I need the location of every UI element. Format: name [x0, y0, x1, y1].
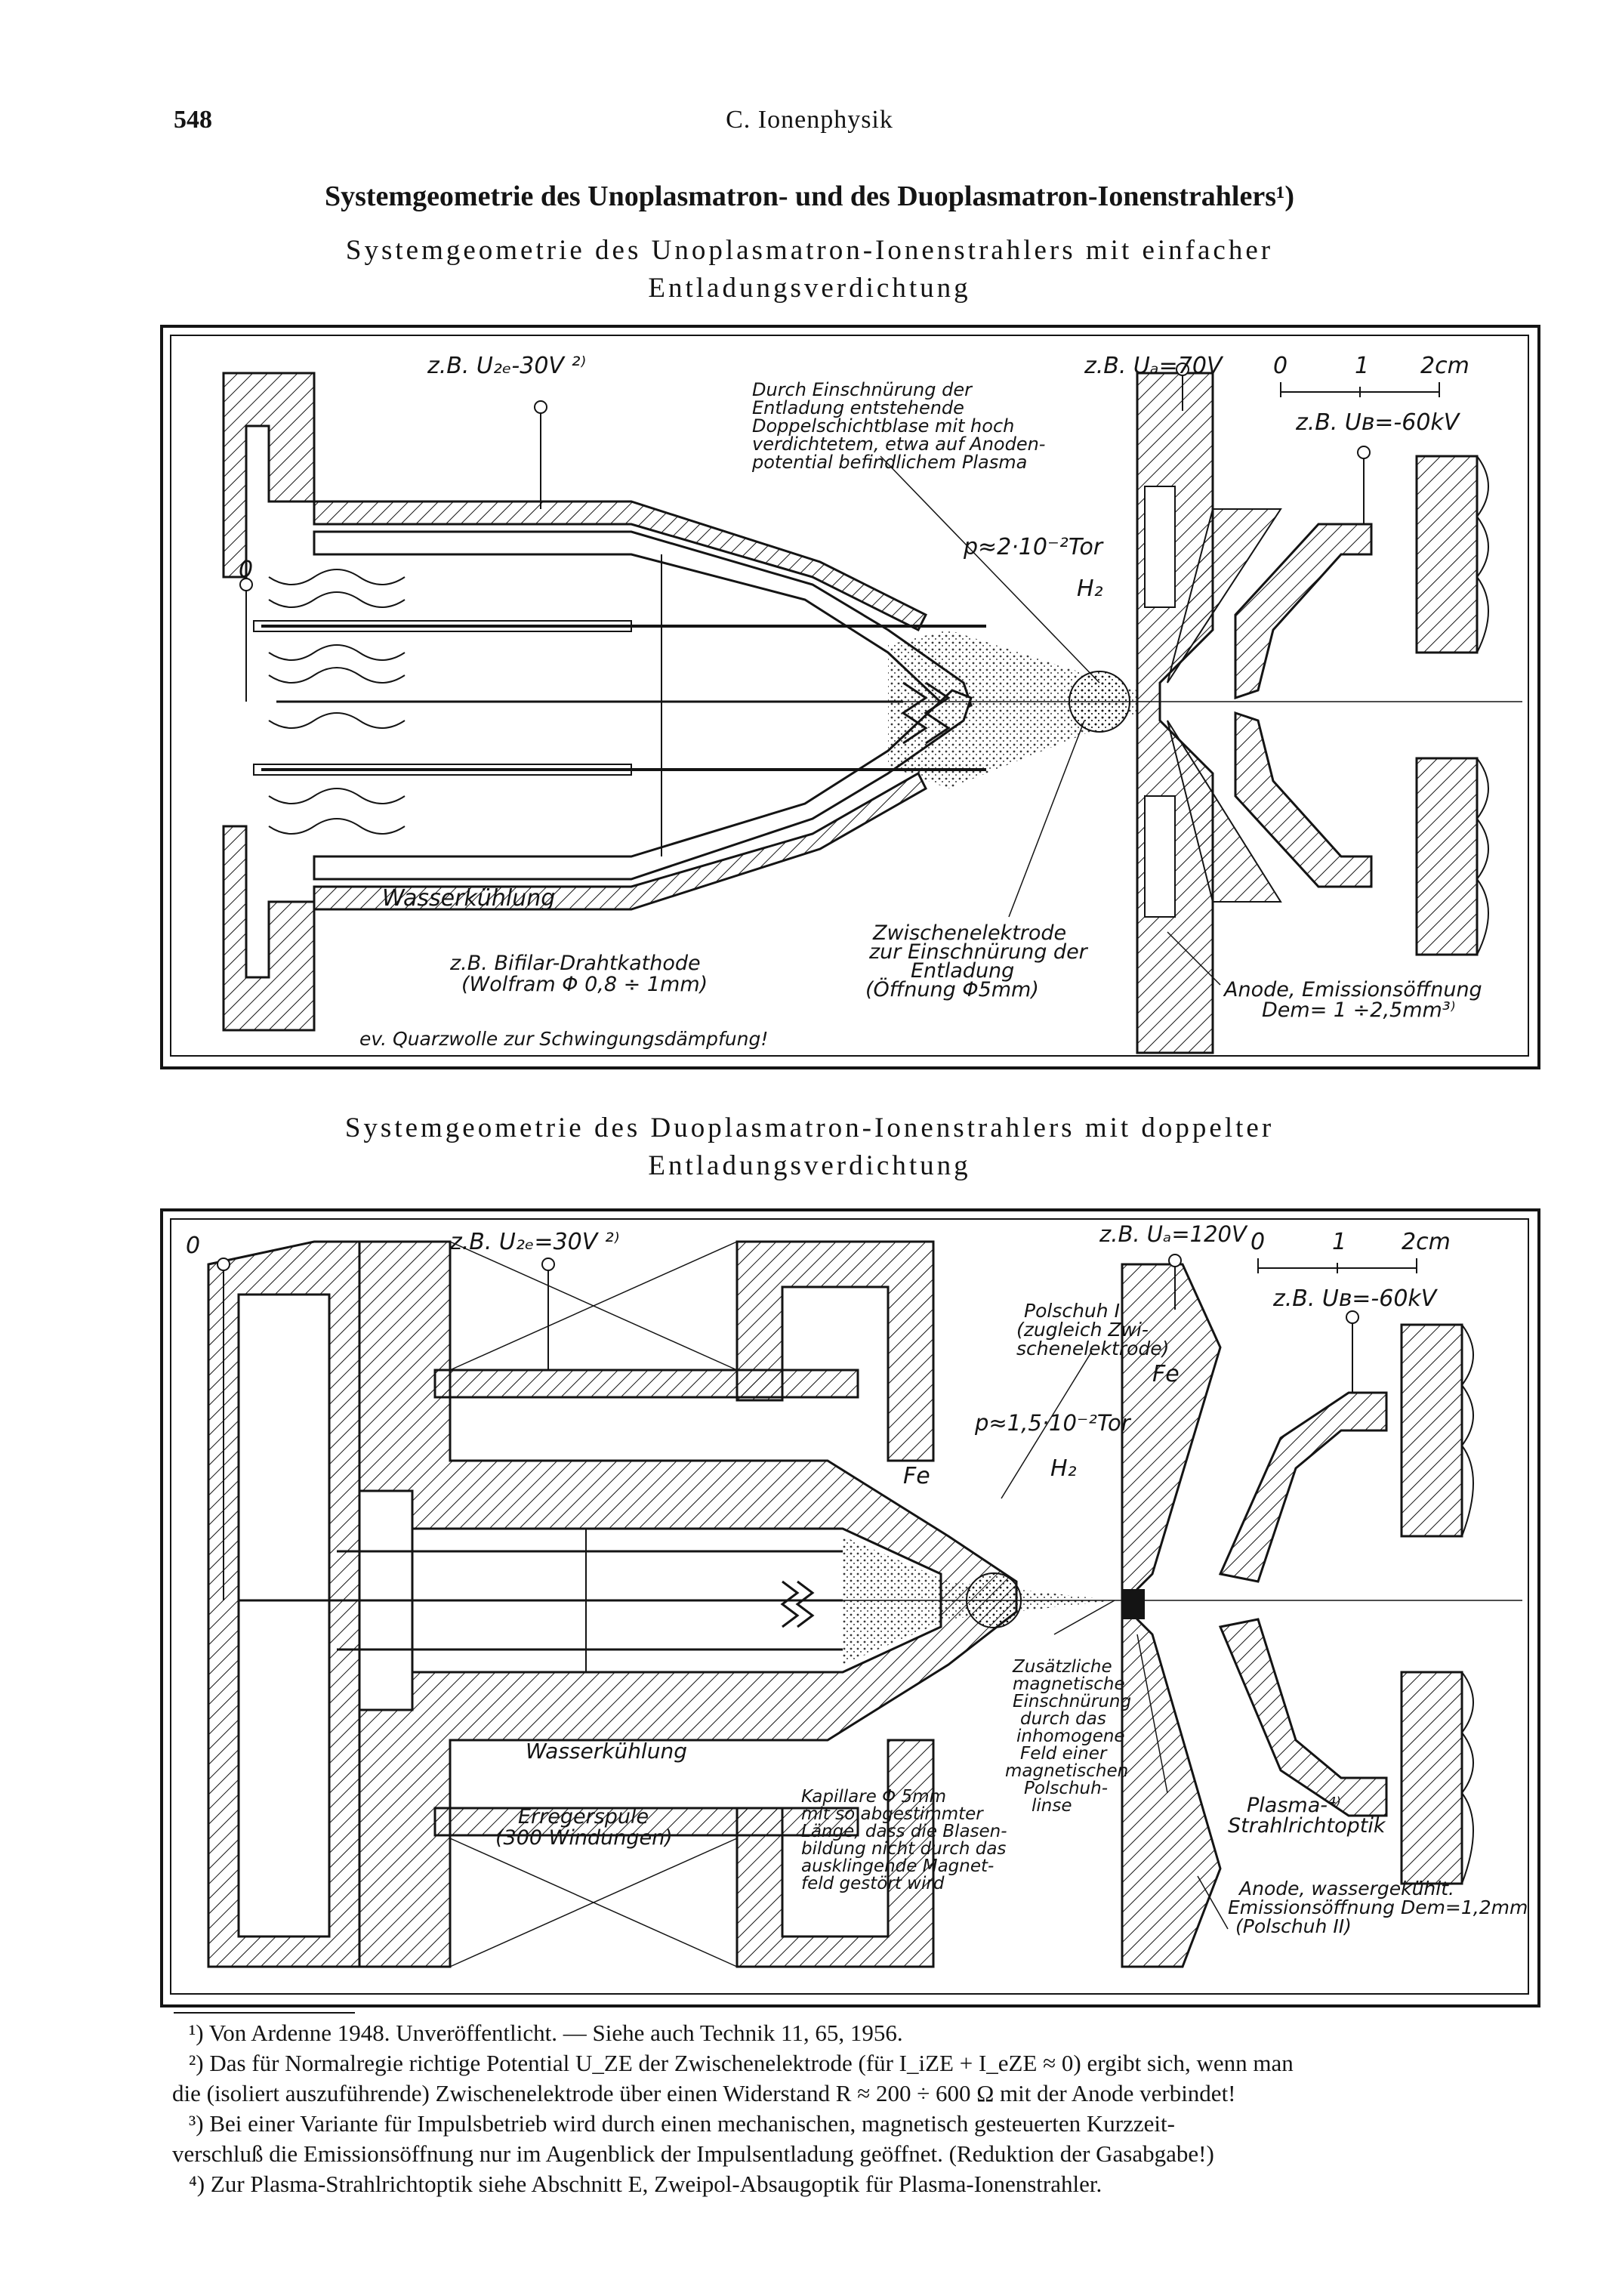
label-zusatz-4: durch das [1020, 1709, 1106, 1729]
label-zwischen-4: (Öffnung Φ5mm) [865, 977, 1039, 1001]
housing-top-left [222, 372, 316, 579]
label-plasma-1: Plasma-⁴⁾ [1247, 1794, 1340, 1817]
label-zusatz-8: Polschuh- [1024, 1779, 1108, 1798]
figure2-duoplasmatron: 0 z.B. U₂ₑ=30V ²⁾ z.B. Uₐ=120V 0 1 2cm z… [160, 1208, 1540, 2007]
figure1-title-line2: Entladungsverdichtung [648, 273, 971, 304]
label-polschuh-2: (zugleich Zwi- [1016, 1319, 1149, 1341]
figure1-title-line1: Systemgeometrie des Unoplasmatron-Ionens… [345, 235, 1274, 266]
label-zwischen-3: Entladung [911, 959, 1014, 983]
footnote-3-cont: verschluß die Emissionsöffnung nur im Au… [172, 2140, 1214, 2167]
label-polschuh-1: Polschuh I [1024, 1300, 1120, 1322]
label-kapillare-4: bildung nicht durch das [801, 1839, 1006, 1859]
footnote-2: ²) Das für Normalregie richtige Potentia… [189, 2050, 1294, 2076]
label-uze: z.B. U₂ₑ=30V ²⁾ [449, 1229, 619, 1255]
footnote-2-cont: die (isoliert auszuführende) Zwischenele… [172, 2080, 1236, 2106]
page-number: 548 [174, 106, 212, 134]
label-quarzwolle: ev. Quarzwolle zur Schwingungsdämpfung! [359, 1028, 768, 1050]
label-gas: H₂ [1077, 576, 1103, 602]
label-kapillare-6: feld gestört wird [801, 1874, 945, 1893]
label-fe-polschuh: Fe [903, 1463, 930, 1489]
label-wasserkuehlung: Wasserkühlung [382, 885, 555, 912]
figure1-unoplasmatron: z.B. U₂ₑ-30V ²⁾ z.B. Uₐ=70V 0 1 2cm z.B.… [160, 325, 1540, 1069]
label-ua: z.B. Uₐ=70V [1084, 353, 1224, 379]
cone-lower [313, 771, 927, 911]
label-zusatz-7: magnetischen [1005, 1761, 1128, 1781]
label-fe-anode: Fe [1152, 1361, 1180, 1387]
housing-bottom-left [222, 825, 316, 1032]
label-zusatz-9: linse [1032, 1796, 1072, 1816]
label-kapillare-5: ausklingende Magnet- [801, 1856, 994, 1876]
label-erregerspule-1: Erregerspule [518, 1805, 649, 1828]
label-gas: H₂ [1050, 1455, 1077, 1482]
footnote-rule [174, 2012, 355, 2014]
running-head: C. Ionenphysik [726, 106, 893, 134]
label-plasma-2: Strahlrichtoptik [1228, 1814, 1386, 1838]
anode-plate [1136, 372, 1214, 1054]
label-kathode-1: z.B. Bifilar-Drahtkathode [449, 952, 701, 975]
cone-upper [313, 500, 928, 632]
footnote-4: ⁴) Zur Plasma-Strahlrichtoptik siehe Abs… [189, 2171, 1102, 2197]
label-pressure: p≈1,5·10⁻²Tor [974, 1410, 1132, 1436]
label-zusatz-5: inhomogene [1016, 1727, 1125, 1746]
label-zero: 0 [239, 557, 253, 583]
label-scale-1: 1 [1355, 353, 1369, 379]
extraction-upper [1234, 523, 1373, 700]
label-anode-1: Anode, wassergekühlt. [1238, 1878, 1454, 1899]
cone-inner-lower [313, 689, 973, 881]
flange-left [207, 1240, 361, 1968]
label-ua: z.B. Uₐ=120V [1099, 1221, 1248, 1247]
label-einschnuerung-2: Entladung entstehende [752, 397, 964, 418]
figure1-drawing: z.B. U₂ₑ-30V ²⁾ z.B. Uₐ=70V 0 1 2cm z.B.… [170, 335, 1529, 1057]
label-kapillare-3: Länge, dass die Blasen- [801, 1822, 1007, 1841]
label-scale-0: 0 [1273, 353, 1287, 379]
label-zusatz-3: Einschnürung [1013, 1692, 1131, 1711]
label-zwischen-1: Zwischenelektrode [872, 921, 1066, 945]
label-zusatz-1: Zusätzliche [1012, 1657, 1112, 1677]
label-anode-2: Dem= 1 ÷2,5mm³⁾ [1262, 998, 1455, 1022]
cone-inner-upper [313, 530, 973, 714]
label-erregerspule-2: (300 Windungen) [495, 1826, 673, 1850]
label-zero: 0 [186, 1233, 200, 1259]
section-title: Systemgeometrie des Unoplasmatron- und d… [324, 181, 1295, 212]
label-scale-0: 0 [1250, 1229, 1265, 1255]
label-zusatz-6: Feld einer [1020, 1744, 1108, 1764]
label-einschnuerung-5: potential befindlichem Plasma [751, 452, 1027, 473]
label-anode-1: Anode, Emissionsöffnung [1223, 978, 1482, 1001]
label-pressure: p≈2·10⁻²Tor [963, 534, 1104, 560]
label-zusatz-2: magnetische [1013, 1674, 1125, 1694]
figure2-title-line2: Entladungsverdichtung [648, 1150, 971, 1181]
label-kapillare-2: mit so abgestimmter [801, 1804, 984, 1824]
footnote-3: ³) Bei einer Variante für Impulsbetrieb … [189, 2110, 1175, 2137]
label-zwischen-2: zur Einschnürung der [868, 940, 1089, 964]
label-scale-1: 1 [1332, 1229, 1346, 1255]
label-scale-2: 2cm [1402, 1229, 1451, 1255]
label-anode-3: (Polschuh II) [1235, 1915, 1352, 1937]
label-ub: z.B. Uʙ=-60kV [1272, 1285, 1439, 1312]
label-ub: z.B. Uʙ=-60kV [1295, 409, 1461, 436]
extraction-lower [1234, 711, 1373, 888]
label-anode-2: Emissionsöffnung Dem=1,2mm [1228, 1896, 1528, 1918]
label-kapillare-1: Kapillare Φ 5mm [801, 1787, 946, 1807]
label-einschnuerung-3: Doppelschichtblase mit hoch [752, 415, 1014, 437]
label-einschnuerung-1: Durch Einschnürung der [752, 379, 973, 400]
label-polschuh-3: schenelektrode) [1016, 1338, 1169, 1359]
label-scale-2: 2cm [1420, 353, 1469, 379]
figure2-title-line1: Systemgeometrie des Duoplasmatron-Ionens… [344, 1113, 1275, 1143]
label-einschnuerung-4: verdichtetem, etwa auf Anoden- [752, 434, 1045, 455]
label-wasserkuehlung: Wasserkühlung [526, 1739, 687, 1764]
label-uze: z.B. U₂ₑ-30V ²⁾ [427, 353, 586, 379]
label-kathode-2: (Wolfram Φ 0,8 ÷ 1mm) [461, 973, 708, 996]
footnote-1: ¹) Von Ardenne 1948. Unveröffentlicht. —… [189, 2020, 903, 2046]
figure2-drawing: 0 z.B. U₂ₑ=30V ²⁾ z.B. Uₐ=120V 0 1 2cm z… [170, 1218, 1529, 1995]
